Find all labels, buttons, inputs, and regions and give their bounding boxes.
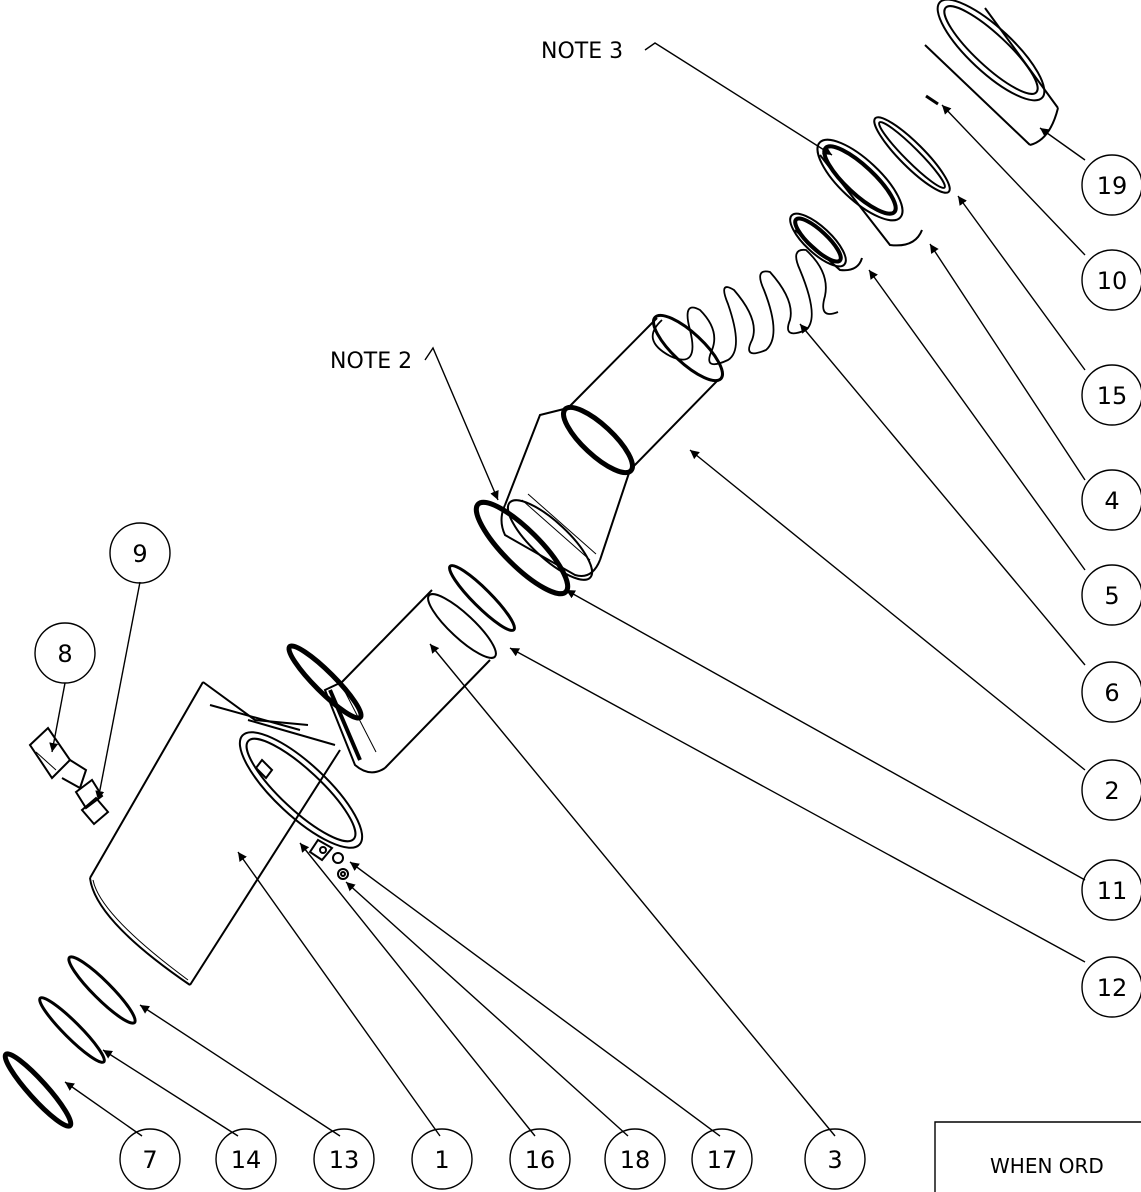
balloon-label: 4 <box>1104 487 1119 515</box>
balloon-9 <box>109 522 171 584</box>
balloon-label: 2 <box>1104 777 1119 805</box>
part-12-seal <box>448 564 516 632</box>
balloon-label: 1 <box>434 1146 449 1174</box>
balloon-12 <box>1081 956 1141 1018</box>
leader-16 <box>299 842 536 1137</box>
leader-19 <box>1039 127 1086 161</box>
leader-17 <box>349 861 721 1137</box>
leader-1 <box>237 851 441 1137</box>
balloon-label: 15 <box>1097 382 1128 410</box>
leader-2 <box>689 449 1086 771</box>
balloon-label: 11 <box>1097 877 1128 905</box>
balloon-19 <box>1081 154 1141 216</box>
balloon-label: 5 <box>1104 582 1119 610</box>
balloon-11 <box>1081 859 1141 921</box>
balloon-3 <box>804 1128 866 1190</box>
leader-note2 <box>424 346 499 501</box>
note-2-label: NOTE 2 <box>330 349 412 374</box>
balloon-10 <box>1081 249 1141 311</box>
leader-3 <box>429 643 836 1137</box>
leader-4 <box>929 243 1086 481</box>
leader-11 <box>565 589 1086 881</box>
balloons <box>34 154 1141 1190</box>
note-3-label: NOTE 3 <box>541 39 623 64</box>
balloon-14 <box>215 1128 277 1190</box>
leader-6 <box>799 323 1086 666</box>
balloon-label: 7 <box>142 1146 157 1174</box>
balloon-7 <box>119 1128 181 1190</box>
leader-10 <box>941 104 1086 256</box>
balloon-label: 3 <box>827 1146 842 1174</box>
leader-7 <box>64 1081 143 1137</box>
balloon-4 <box>1081 469 1141 531</box>
leader-lines <box>49 42 1086 1137</box>
balloon-16 <box>509 1128 571 1190</box>
balloon-5 <box>1081 564 1141 626</box>
leader-9 <box>95 581 141 801</box>
balloon-label: 19 <box>1097 172 1128 200</box>
leader-14 <box>102 1049 239 1137</box>
leader-12 <box>509 647 1086 963</box>
balloon-17 <box>691 1128 753 1190</box>
part-11-seal <box>473 499 571 597</box>
leader-8 <box>49 682 66 753</box>
leader-5 <box>868 269 1086 571</box>
part-13-lower-seal <box>67 955 137 1025</box>
part-8-9-fitting <box>28 726 110 826</box>
balloon-label: 8 <box>57 640 72 668</box>
balloon-label: 18 <box>620 1146 651 1174</box>
balloon-18 <box>604 1128 666 1190</box>
part-5-small-nut <box>789 212 863 272</box>
part-7-seal <box>2 1051 74 1129</box>
balloon-1 <box>411 1128 473 1190</box>
balloon-label: 17 <box>707 1146 738 1174</box>
balloon-2 <box>1081 759 1141 821</box>
part-1-main-housing <box>89 681 364 986</box>
order-note-box <box>934 1121 1141 1192</box>
balloon-13 <box>313 1128 375 1190</box>
leader-13 <box>139 1004 341 1137</box>
leader-18 <box>345 881 629 1137</box>
order-note-text: WHEN ORD <box>990 1154 1104 1178</box>
part-2-piston-tube <box>500 313 724 581</box>
part-15-ring <box>873 116 951 194</box>
balloon-15 <box>1081 364 1141 426</box>
balloon-label: 12 <box>1097 974 1128 1002</box>
part-3-inner-tube <box>323 589 497 774</box>
part-10-pin <box>925 94 939 106</box>
balloon-label: 13 <box>329 1146 360 1174</box>
balloon-label: 9 <box>132 540 147 568</box>
balloon-label: 14 <box>231 1146 262 1174</box>
part-14-seal <box>38 996 106 1064</box>
balloon-8 <box>34 622 96 684</box>
part-6-spring <box>651 248 839 366</box>
balloon-6 <box>1081 661 1141 723</box>
balloon-label: 10 <box>1097 267 1128 295</box>
part-13-seal <box>286 643 364 721</box>
leader-note3 <box>644 42 833 156</box>
balloon-label: 16 <box>525 1146 556 1174</box>
part-19-end-cap <box>924 0 1059 146</box>
part-16-18-17-hardware <box>332 852 349 880</box>
leader-15 <box>957 195 1086 371</box>
balloon-label: 6 <box>1104 679 1119 707</box>
